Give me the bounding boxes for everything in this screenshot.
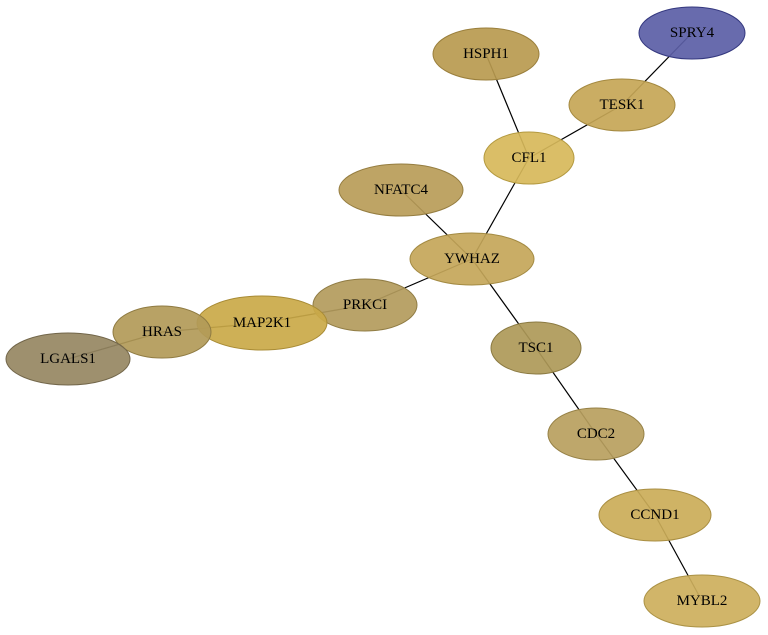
node-ellipse[interactable]	[312, 278, 418, 332]
node-prkci[interactable]: PRKCI	[312, 278, 418, 332]
node-label: TESK1	[600, 97, 645, 113]
node-ellipse[interactable]	[638, 6, 746, 60]
node-ellipse[interactable]	[547, 407, 645, 461]
node-hras[interactable]: HRAS	[112, 305, 212, 359]
node-label: SPRY4	[670, 25, 715, 41]
node-mybl2[interactable]: MYBL2	[643, 574, 761, 628]
node-label: MAP2K1	[233, 315, 291, 331]
node-label: HRAS	[142, 324, 182, 340]
node-label: CCND1	[630, 507, 679, 523]
node-ellipse[interactable]	[432, 27, 540, 81]
node-label: TSC1	[518, 340, 553, 356]
node-ellipse[interactable]	[568, 78, 676, 132]
node-ellipse[interactable]	[490, 321, 582, 375]
node-tesk1[interactable]: TESK1	[568, 78, 676, 132]
node-ywhaz[interactable]: YWHAZ	[409, 232, 535, 286]
node-label: MYBL2	[677, 593, 728, 609]
node-ccnd1[interactable]: CCND1	[598, 488, 712, 542]
node-tsc1[interactable]: TSC1	[490, 321, 582, 375]
node-ellipse[interactable]	[598, 488, 712, 542]
node-nfatc4[interactable]: NFATC4	[338, 163, 464, 217]
node-label: PRKCI	[343, 297, 387, 313]
node-label: YWHAZ	[444, 251, 500, 267]
node-ellipse[interactable]	[338, 163, 464, 217]
node-lgals1[interactable]: LGALS1	[5, 332, 131, 386]
node-label: CFL1	[511, 150, 546, 166]
node-ellipse[interactable]	[409, 232, 535, 286]
node-hsph1[interactable]: HSPH1	[432, 27, 540, 81]
node-cfl1[interactable]: CFL1	[483, 131, 575, 185]
node-ellipse[interactable]	[643, 574, 761, 628]
node-label: CDC2	[577, 426, 615, 442]
node-label: LGALS1	[40, 351, 96, 367]
node-spry4[interactable]: SPRY4	[638, 6, 746, 60]
node-map2k1[interactable]: MAP2K1	[196, 295, 328, 351]
node-label: NFATC4	[374, 182, 428, 198]
node-ellipse[interactable]	[5, 332, 131, 386]
node-label: HSPH1	[463, 46, 509, 62]
node-ellipse[interactable]	[483, 131, 575, 185]
node-ellipse[interactable]	[112, 305, 212, 359]
node-cdc2[interactable]: CDC2	[547, 407, 645, 461]
